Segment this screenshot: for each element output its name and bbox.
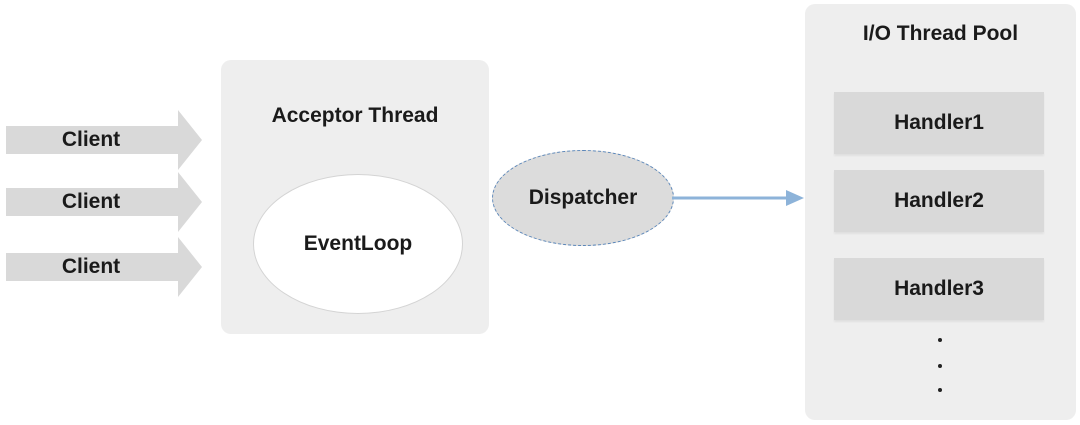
- io-thread-pool-panel: I/O Thread Pool Handler1 Handler2 Handle…: [805, 4, 1076, 420]
- connector-arrow-icon: [672, 190, 804, 206]
- handler-box: Handler2: [834, 170, 1044, 232]
- client-arrow: Client: [6, 110, 202, 170]
- io-thread-pool-title: I/O Thread Pool: [862, 22, 1019, 45]
- handler-label: Handler3: [894, 277, 984, 300]
- handler-box: Handler1: [834, 92, 1044, 154]
- eventloop-label: EventLoop: [303, 232, 413, 255]
- arrow-right-icon: [6, 237, 202, 297]
- client-arrow: Client: [6, 237, 202, 297]
- handler-label: Handler2: [894, 189, 984, 212]
- acceptor-thread-title: Acceptor Thread: [271, 104, 439, 127]
- dispatcher-ellipse: Dispatcher: [492, 150, 674, 246]
- dispatcher-label: Dispatcher: [528, 186, 638, 209]
- client-label: Client: [61, 190, 121, 213]
- arrow-right-icon: [6, 110, 202, 170]
- arrow-right-icon: [6, 172, 202, 232]
- client-label: Client: [61, 255, 121, 278]
- ellipsis-dot: [938, 388, 942, 392]
- client-label: Client: [61, 128, 121, 151]
- ellipsis-dot: [938, 338, 942, 342]
- handler-label: Handler1: [894, 111, 984, 134]
- eventloop-ellipse: EventLoop: [253, 174, 463, 314]
- client-arrow: Client: [6, 172, 202, 232]
- ellipsis-dot: [938, 364, 942, 368]
- handler-box: Handler3: [834, 258, 1044, 320]
- acceptor-thread-panel: Acceptor Thread EventLoop: [221, 60, 489, 334]
